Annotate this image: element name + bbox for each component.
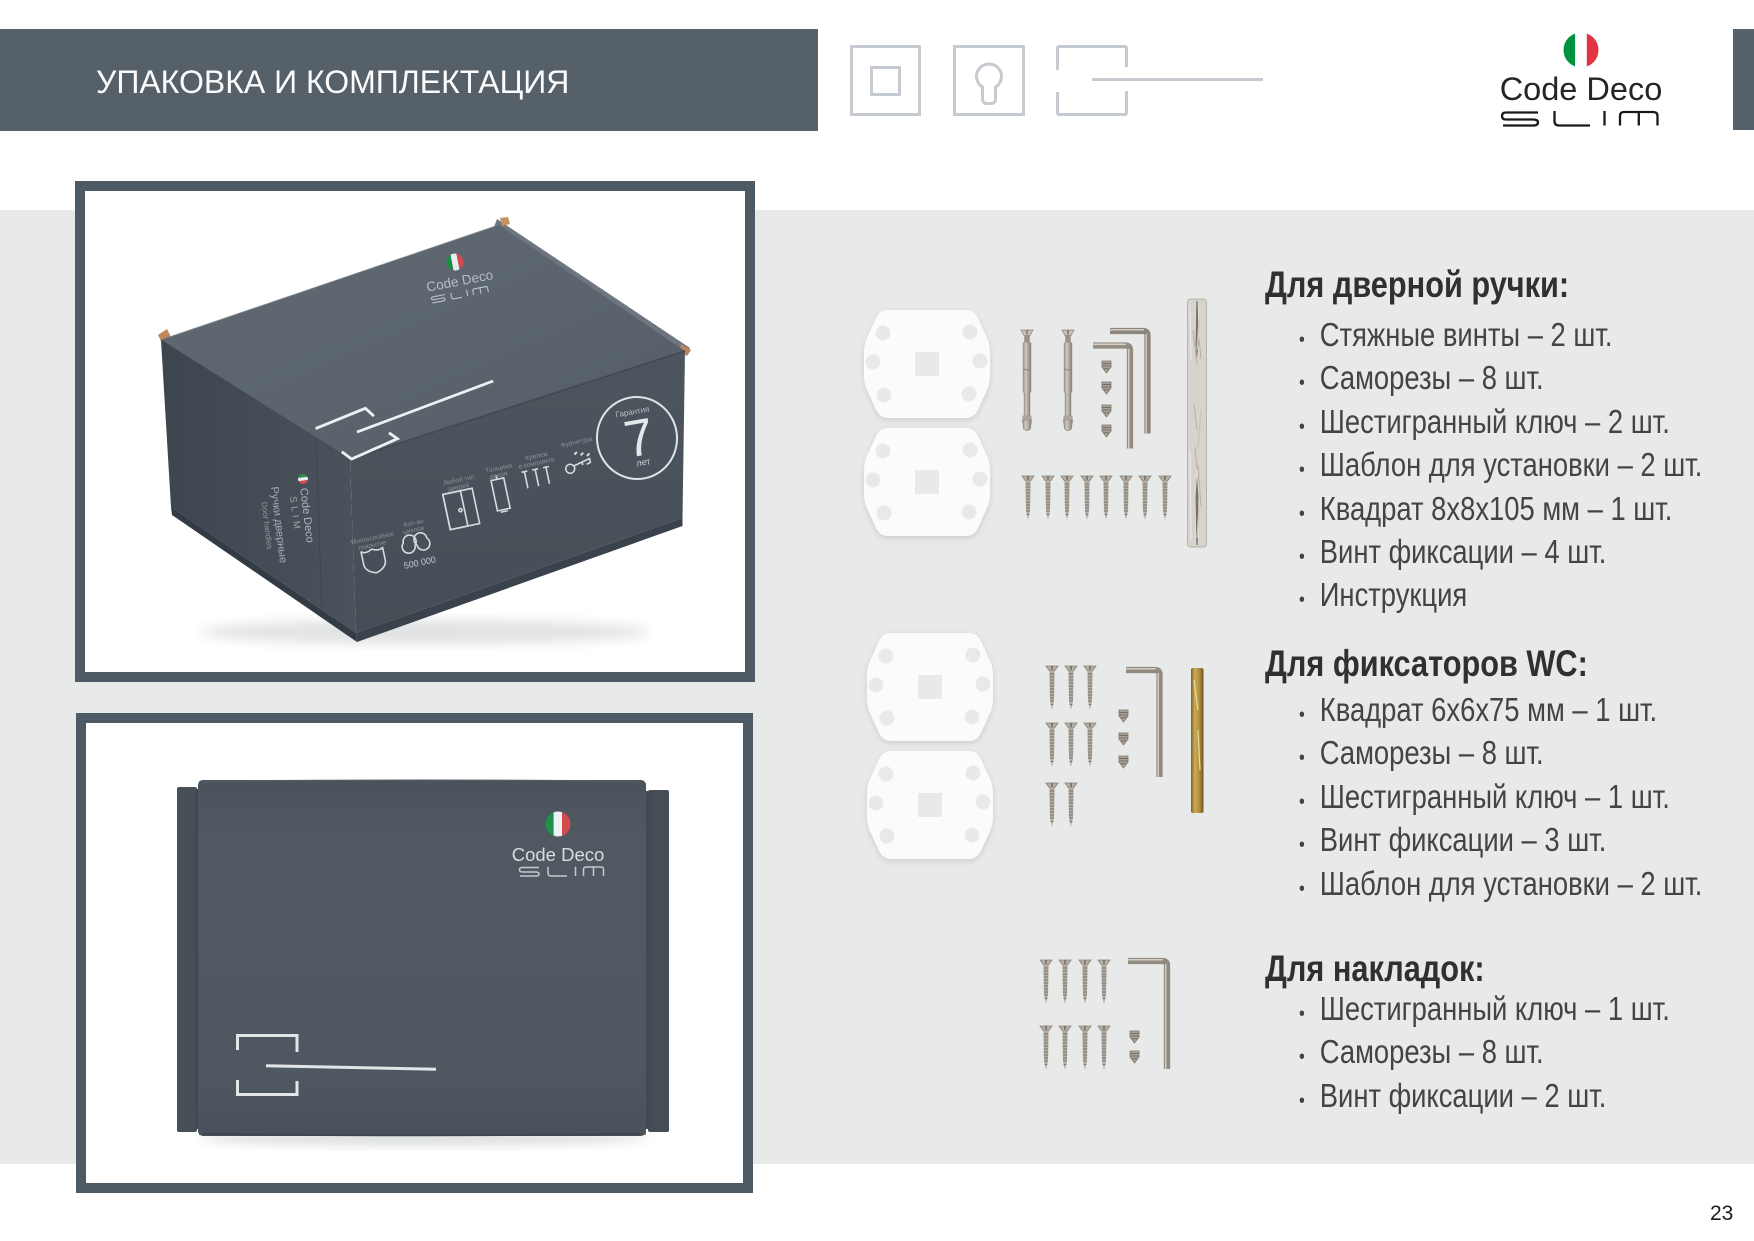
svg-text:Code Deco: Code Deco (512, 844, 605, 865)
svg-text:SLIM: SLIM (287, 496, 302, 533)
svg-text:Кол-во: Кол-во (403, 518, 425, 529)
svg-text:Крепеж: Крепеж (525, 451, 549, 463)
svg-text:циклов: циклов (403, 525, 426, 536)
svg-text:Code Deco: Code Deco (1500, 71, 1663, 107)
svg-text:лет: лет (636, 456, 652, 468)
svg-text:двери: двери (489, 470, 508, 481)
